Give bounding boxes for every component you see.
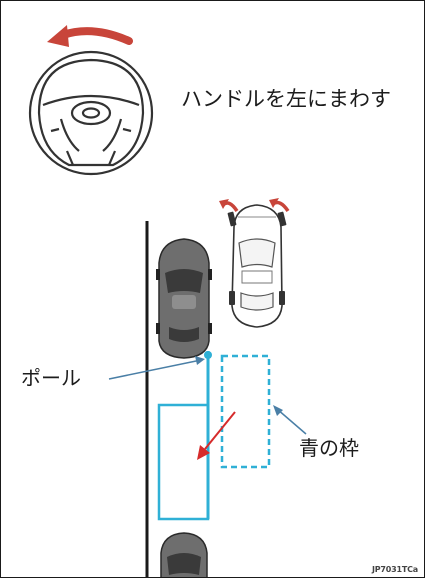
steering-wheel-icon (28, 50, 154, 176)
parked-car-icon (156, 238, 212, 359)
steering-instruction: ハンドルを左にまわす (181, 87, 391, 111)
blue-frame-label: 青の枠 (299, 436, 359, 460)
turn-left-arrow-icon (47, 25, 133, 47)
figure-code: JP7031TCa (371, 565, 418, 574)
guide-box (157, 403, 210, 521)
parked-car-icon-lower (160, 532, 208, 577)
pole-pointer (108, 356, 205, 380)
move-arrow-icon (197, 411, 236, 460)
own-car-icon (227, 204, 287, 328)
pole-marker (204, 351, 212, 359)
wheel-turn-arrowheads (219, 198, 279, 209)
pole-label: ポール (21, 366, 81, 390)
blue-frame-pointer (273, 405, 307, 435)
blue-frame (220, 354, 271, 469)
